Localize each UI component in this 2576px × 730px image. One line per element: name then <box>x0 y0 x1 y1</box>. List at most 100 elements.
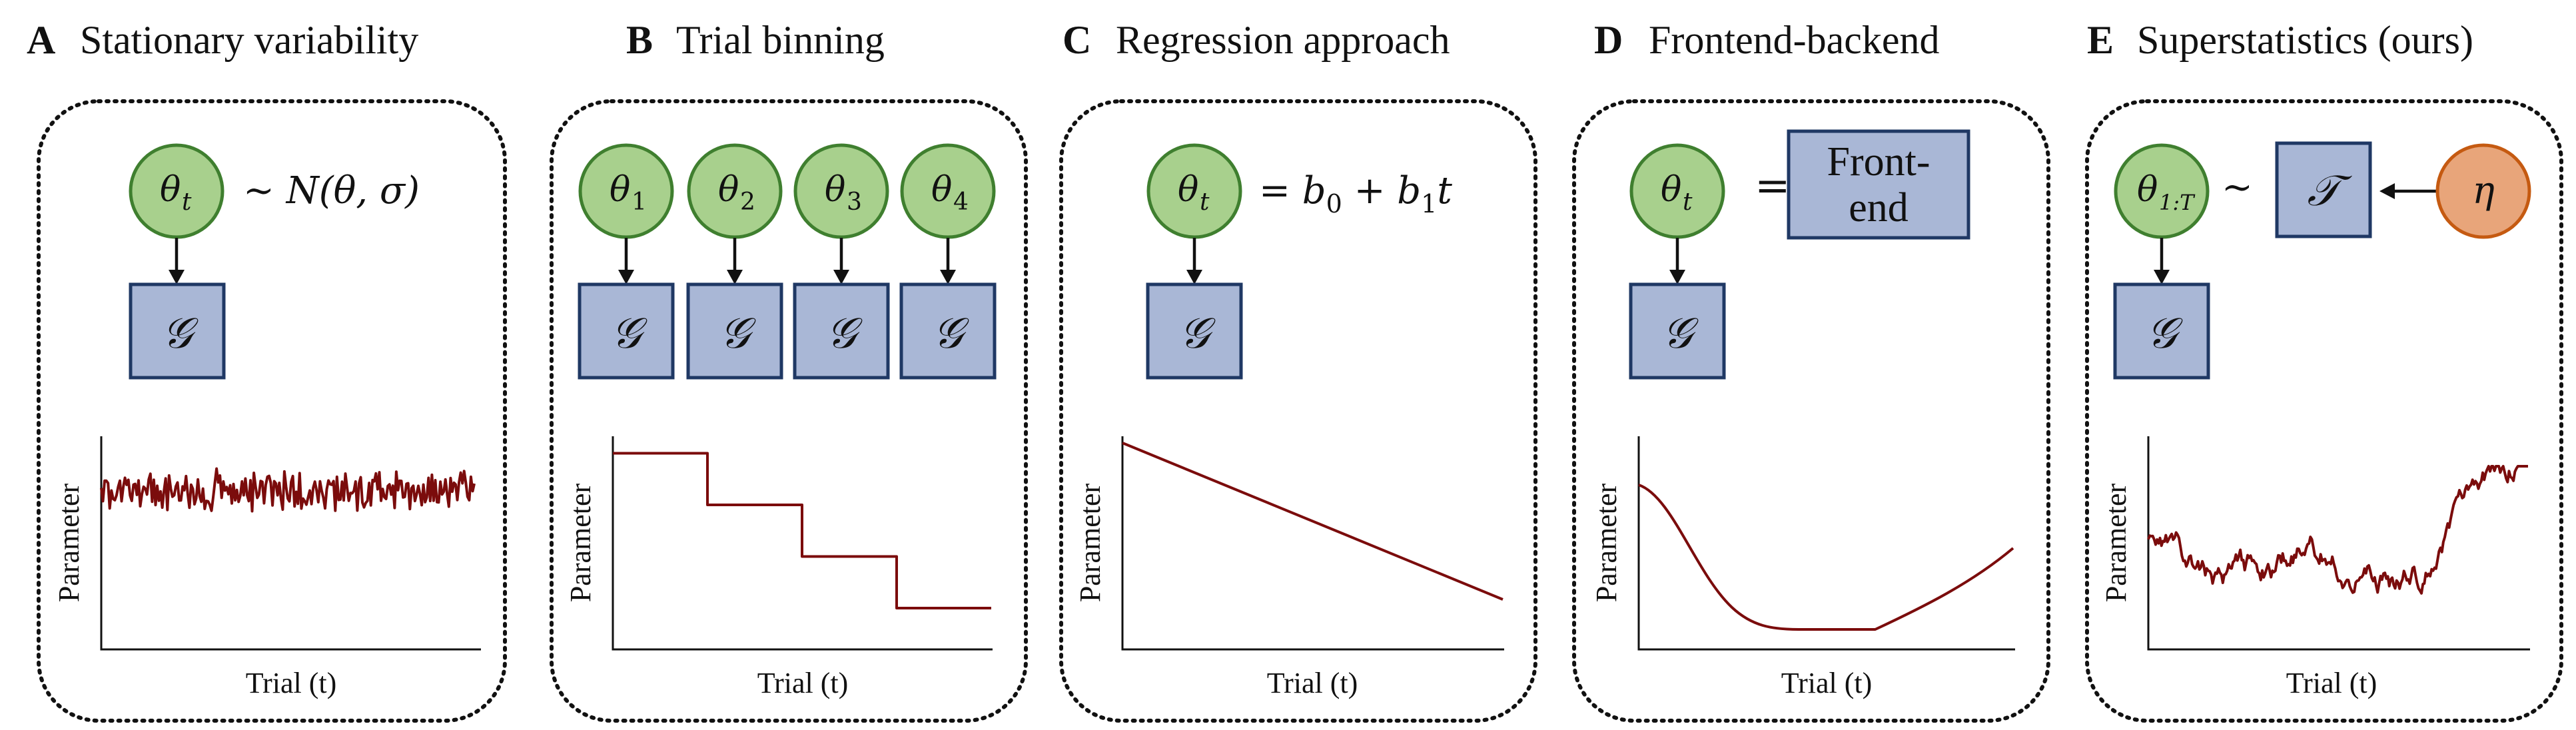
panel-d-frontend-line1: Front- <box>1827 139 1931 184</box>
panel-d-arrowhead <box>1669 270 1685 284</box>
panel-a-ylabel: Parameter <box>53 483 85 602</box>
panel-e-theta-label: θ <box>2137 170 2158 210</box>
panel-e-frame <box>2085 99 2563 723</box>
panel-b-theta-subscript: 1 <box>632 188 647 216</box>
panel-e-theta-node <box>2114 143 2210 239</box>
panel-b-theta-label: θ <box>610 170 630 210</box>
panel-b-axes <box>612 436 993 651</box>
panel-b-theta-node <box>900 143 996 239</box>
panel-a-xlabel: Trial (t) <box>246 667 337 699</box>
panel-c-eq-sub0: 0 <box>1326 189 1342 218</box>
panel-e: E Superstatistics (ours) θ 1:T ~ 𝒯 η 𝒢 P… <box>2085 18 2563 723</box>
panel-d-frame <box>1572 99 2050 723</box>
panel-c-xlabel: Trial (t) <box>1267 667 1358 699</box>
panel-a-g-box <box>129 282 226 380</box>
panel-d-equals: = <box>1755 161 1791 210</box>
panel-e-letter: E <box>2087 18 2114 62</box>
panel-d-theta-subscript: t <box>1683 188 1693 216</box>
panel-c-title: Regression approach <box>1116 18 1450 62</box>
panel-b-theta-2: θ 2 𝒢 <box>686 143 783 380</box>
panel-d-ylabel: Parameter <box>1590 483 1623 602</box>
panel-d-letter: D <box>1594 18 1623 62</box>
panel-b-letter: B <box>626 18 653 62</box>
panel-b-arrowhead <box>618 270 634 284</box>
panel-d-frontend-line2: end <box>1849 185 1909 230</box>
panel-d-title: Frontend-backend <box>1649 18 1940 62</box>
panel-a-axes <box>100 436 481 651</box>
panel-a-theta-subscript: t <box>182 188 192 216</box>
panel-a-letter: A <box>27 18 55 62</box>
panel-b-theta-node <box>793 143 889 239</box>
panel-d-theta-label: θ <box>1661 170 1681 210</box>
panel-b-theta-subscript: 4 <box>953 188 969 216</box>
panel-e-tilde: ~ <box>2222 166 2253 209</box>
panel-b: B Trial binning θ 1 𝒢 θ 2 𝒢 θ 3 <box>550 18 1028 723</box>
panel-e-theta-subscript: 1:T <box>2159 190 2196 215</box>
panel-c-eq-sub1: 1 <box>1421 189 1437 218</box>
panel-b-theta-1: θ 1 𝒢 <box>578 143 675 380</box>
panel-a-trace <box>100 467 476 513</box>
panel-b-g-box <box>578 282 675 380</box>
panel-e-transition-box <box>2275 141 2372 238</box>
panel-c-trace <box>1122 442 1503 601</box>
panel-c: C Regression approach θ t = b0 + b1t 𝒢 P… <box>1059 18 1537 723</box>
panel-e-eta-arrowhead <box>2379 183 2395 199</box>
panel-e-eta-node <box>2435 143 2531 239</box>
panel-b-theta-node <box>687 143 783 239</box>
panel-d-theta-node <box>1629 143 1725 239</box>
panel-c-g-box <box>1146 282 1243 380</box>
panel-b-arrowhead <box>833 270 849 284</box>
panel-b-theta-node <box>578 143 674 239</box>
panel-b-theta-4: θ 4 𝒢 <box>899 143 997 380</box>
panel-c-theta-label: θ <box>1178 170 1198 210</box>
panel-d-axes <box>1637 436 2015 651</box>
panel-d-xlabel: Trial (t) <box>1781 667 1873 699</box>
panel-b-theta-label: θ <box>931 170 952 210</box>
panel-c-theta-subscript: t <box>1200 188 1210 216</box>
panel-b-theta-label: θ <box>718 170 739 210</box>
panel-b-xlabel: Trial (t) <box>757 667 849 699</box>
panel-b-theta-subscript: 2 <box>740 188 755 216</box>
panel-a: A Stationary variability θ t ~ N(θ, σ) 𝒢… <box>27 18 507 723</box>
panel-c-eq-b0: = b <box>1259 169 1326 212</box>
panel-c-frame <box>1059 99 1537 723</box>
panel-c-ylabel: Parameter <box>1074 483 1106 602</box>
panel-c-equation: = b0 + b1t <box>1259 169 1452 218</box>
panel-d-trace <box>1638 484 2014 631</box>
panel-c-theta-node <box>1146 143 1242 239</box>
panel-e-title: Superstatistics (ours) <box>2137 18 2473 62</box>
panel-b-title: Trial binning <box>676 18 885 62</box>
panel-c-axes <box>1121 436 1504 651</box>
panel-e-ylabel: Parameter <box>2100 483 2132 602</box>
panel-d: D Frontend-backend θ t = Front- end 𝒢 Pa… <box>1572 18 2050 723</box>
panel-b-ylabel: Parameter <box>564 483 597 602</box>
panel-e-arrowhead <box>2154 270 2170 284</box>
panel-a-frame <box>37 99 507 723</box>
panel-b-trace <box>613 452 991 609</box>
panel-a-equation: ~ N(θ, σ) <box>243 169 420 212</box>
panel-a-arrowhead <box>169 270 185 284</box>
panel-d-frontend-box <box>1787 129 1970 240</box>
panel-e-g-box <box>2113 282 2210 380</box>
panel-b-frame <box>550 99 1028 723</box>
panel-e-xlabel: Trial (t) <box>2286 667 2377 699</box>
panel-b-theta-label: θ <box>825 170 845 210</box>
panel-b-theta-3: θ 3 𝒢 <box>793 143 890 380</box>
panel-c-letter: C <box>1063 18 1091 62</box>
panel-b-g-box <box>793 282 890 380</box>
panel-d-g-box <box>1629 282 1726 380</box>
panel-b-arrowhead <box>940 270 956 284</box>
panel-e-eta-label: η <box>2472 169 2495 212</box>
panel-c-arrowhead <box>1186 270 1202 284</box>
panel-a-theta-node <box>129 143 224 239</box>
panel-b-theta-subscript: 3 <box>847 188 862 216</box>
panel-a-title: Stationary variability <box>80 18 418 62</box>
panel-b-g-box <box>686 282 783 380</box>
panel-a-theta-label: θ <box>160 170 181 210</box>
panel-e-trace <box>2147 465 2528 595</box>
panel-c-eq-b1: + b <box>1342 169 1421 212</box>
panel-e-axes <box>2147 436 2530 651</box>
panel-b-g-box <box>899 282 997 380</box>
panel-b-arrowhead <box>727 270 743 284</box>
